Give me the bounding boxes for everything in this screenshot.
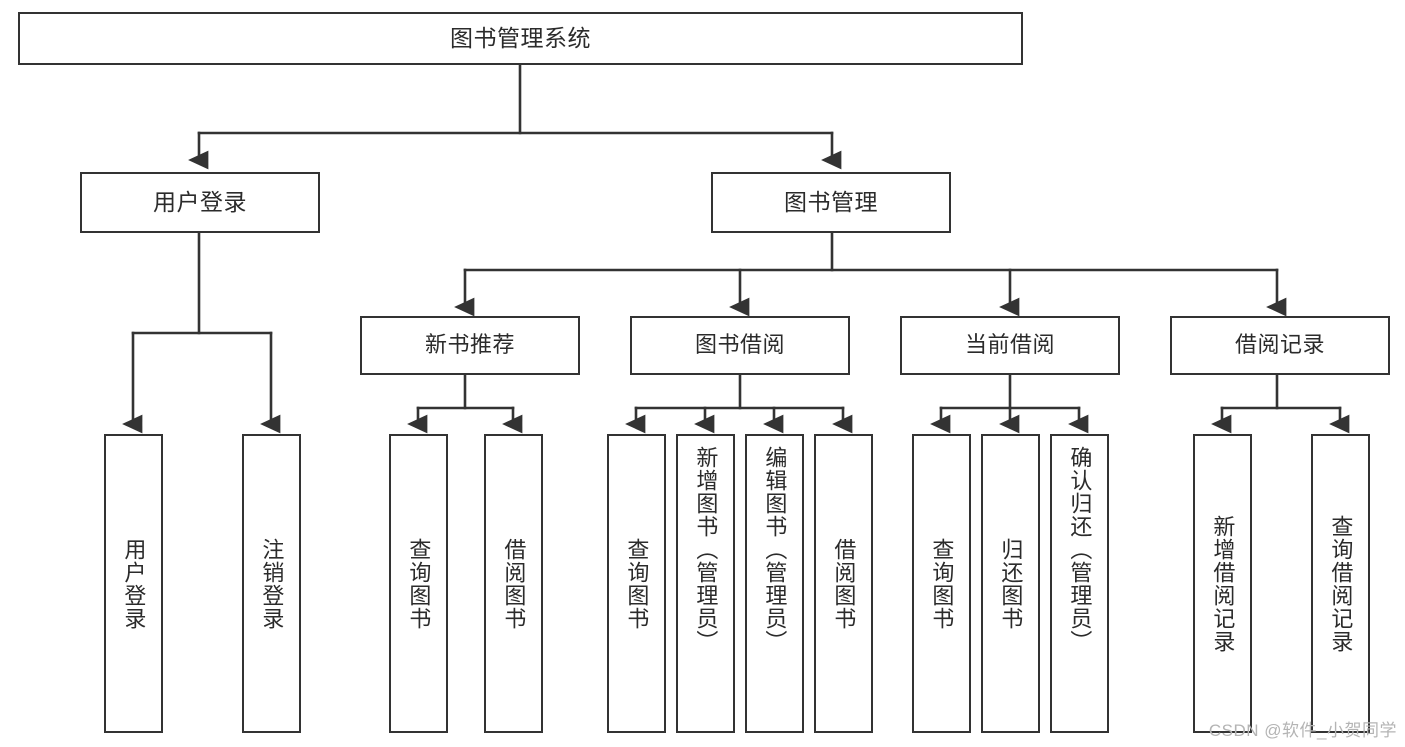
node-leaf-edit-book-label: 编辑图书（管理员）	[762, 446, 788, 653]
node-leaf-return-book-label: 归还图书	[998, 537, 1024, 630]
node-leaf-borrow-book-2[interactable]: 借阅图书	[814, 434, 873, 733]
node-leaf-query-book-1-label: 查询图书	[406, 537, 432, 630]
node-leaf-user-login-label: 用户登录	[121, 537, 147, 630]
node-leaf-confirm-return-label: 确认归还（管理员）	[1067, 446, 1093, 653]
node-leaf-borrow-book-1-label: 借阅图书	[501, 537, 527, 630]
watermark-text: CSDN @软件_小贺同学	[1208, 721, 1397, 740]
node-leaf-edit-book[interactable]: 编辑图书（管理员）	[745, 434, 804, 733]
node-leaf-logout-login[interactable]: 注销登录	[242, 434, 301, 733]
node-new-book-recommend[interactable]: 新书推荐	[360, 316, 580, 375]
node-leaf-borrow-book-1[interactable]: 借阅图书	[484, 434, 543, 733]
node-book-management[interactable]: 图书管理	[711, 172, 951, 233]
node-leaf-query-book-2-label: 查询图书	[624, 537, 650, 630]
node-leaf-query-book-2[interactable]: 查询图书	[607, 434, 666, 733]
node-leaf-query-record[interactable]: 查询借阅记录	[1311, 434, 1370, 733]
node-new-book-recommend-label: 新书推荐	[424, 332, 515, 358]
node-leaf-add-book[interactable]: 新增图书（管理员）	[676, 434, 735, 733]
node-leaf-query-book-3[interactable]: 查询图书	[912, 434, 971, 733]
node-leaf-add-record-label: 新增借阅记录	[1210, 514, 1236, 653]
node-book-borrow-label: 图书借阅	[694, 332, 785, 358]
node-current-borrow-label: 当前借阅	[964, 332, 1055, 358]
node-book-borrow[interactable]: 图书借阅	[630, 316, 850, 375]
node-current-borrow[interactable]: 当前借阅	[900, 316, 1120, 375]
node-leaf-add-book-label: 新增图书（管理员）	[693, 446, 719, 653]
node-leaf-add-record[interactable]: 新增借阅记录	[1193, 434, 1252, 733]
node-leaf-confirm-return[interactable]: 确认归还（管理员）	[1050, 434, 1109, 733]
node-root-system-label: 图书管理系统	[450, 24, 591, 51]
node-leaf-query-book-1[interactable]: 查询图书	[389, 434, 448, 733]
node-leaf-query-book-3-label: 查询图书	[929, 537, 955, 630]
node-book-management-label: 图书管理	[784, 188, 878, 215]
node-leaf-return-book[interactable]: 归还图书	[981, 434, 1040, 733]
node-leaf-query-record-label: 查询借阅记录	[1328, 514, 1354, 653]
node-leaf-borrow-book-2-label: 借阅图书	[831, 537, 857, 630]
node-root-system[interactable]: 图书管理系统	[18, 12, 1023, 65]
node-borrow-record[interactable]: 借阅记录	[1170, 316, 1390, 375]
node-borrow-record-label: 借阅记录	[1234, 332, 1325, 358]
node-user-login-label: 用户登录	[153, 188, 247, 215]
node-leaf-logout-login-label: 注销登录	[259, 537, 285, 630]
node-leaf-user-login[interactable]: 用户登录	[104, 434, 163, 733]
node-user-login[interactable]: 用户登录	[80, 172, 320, 233]
